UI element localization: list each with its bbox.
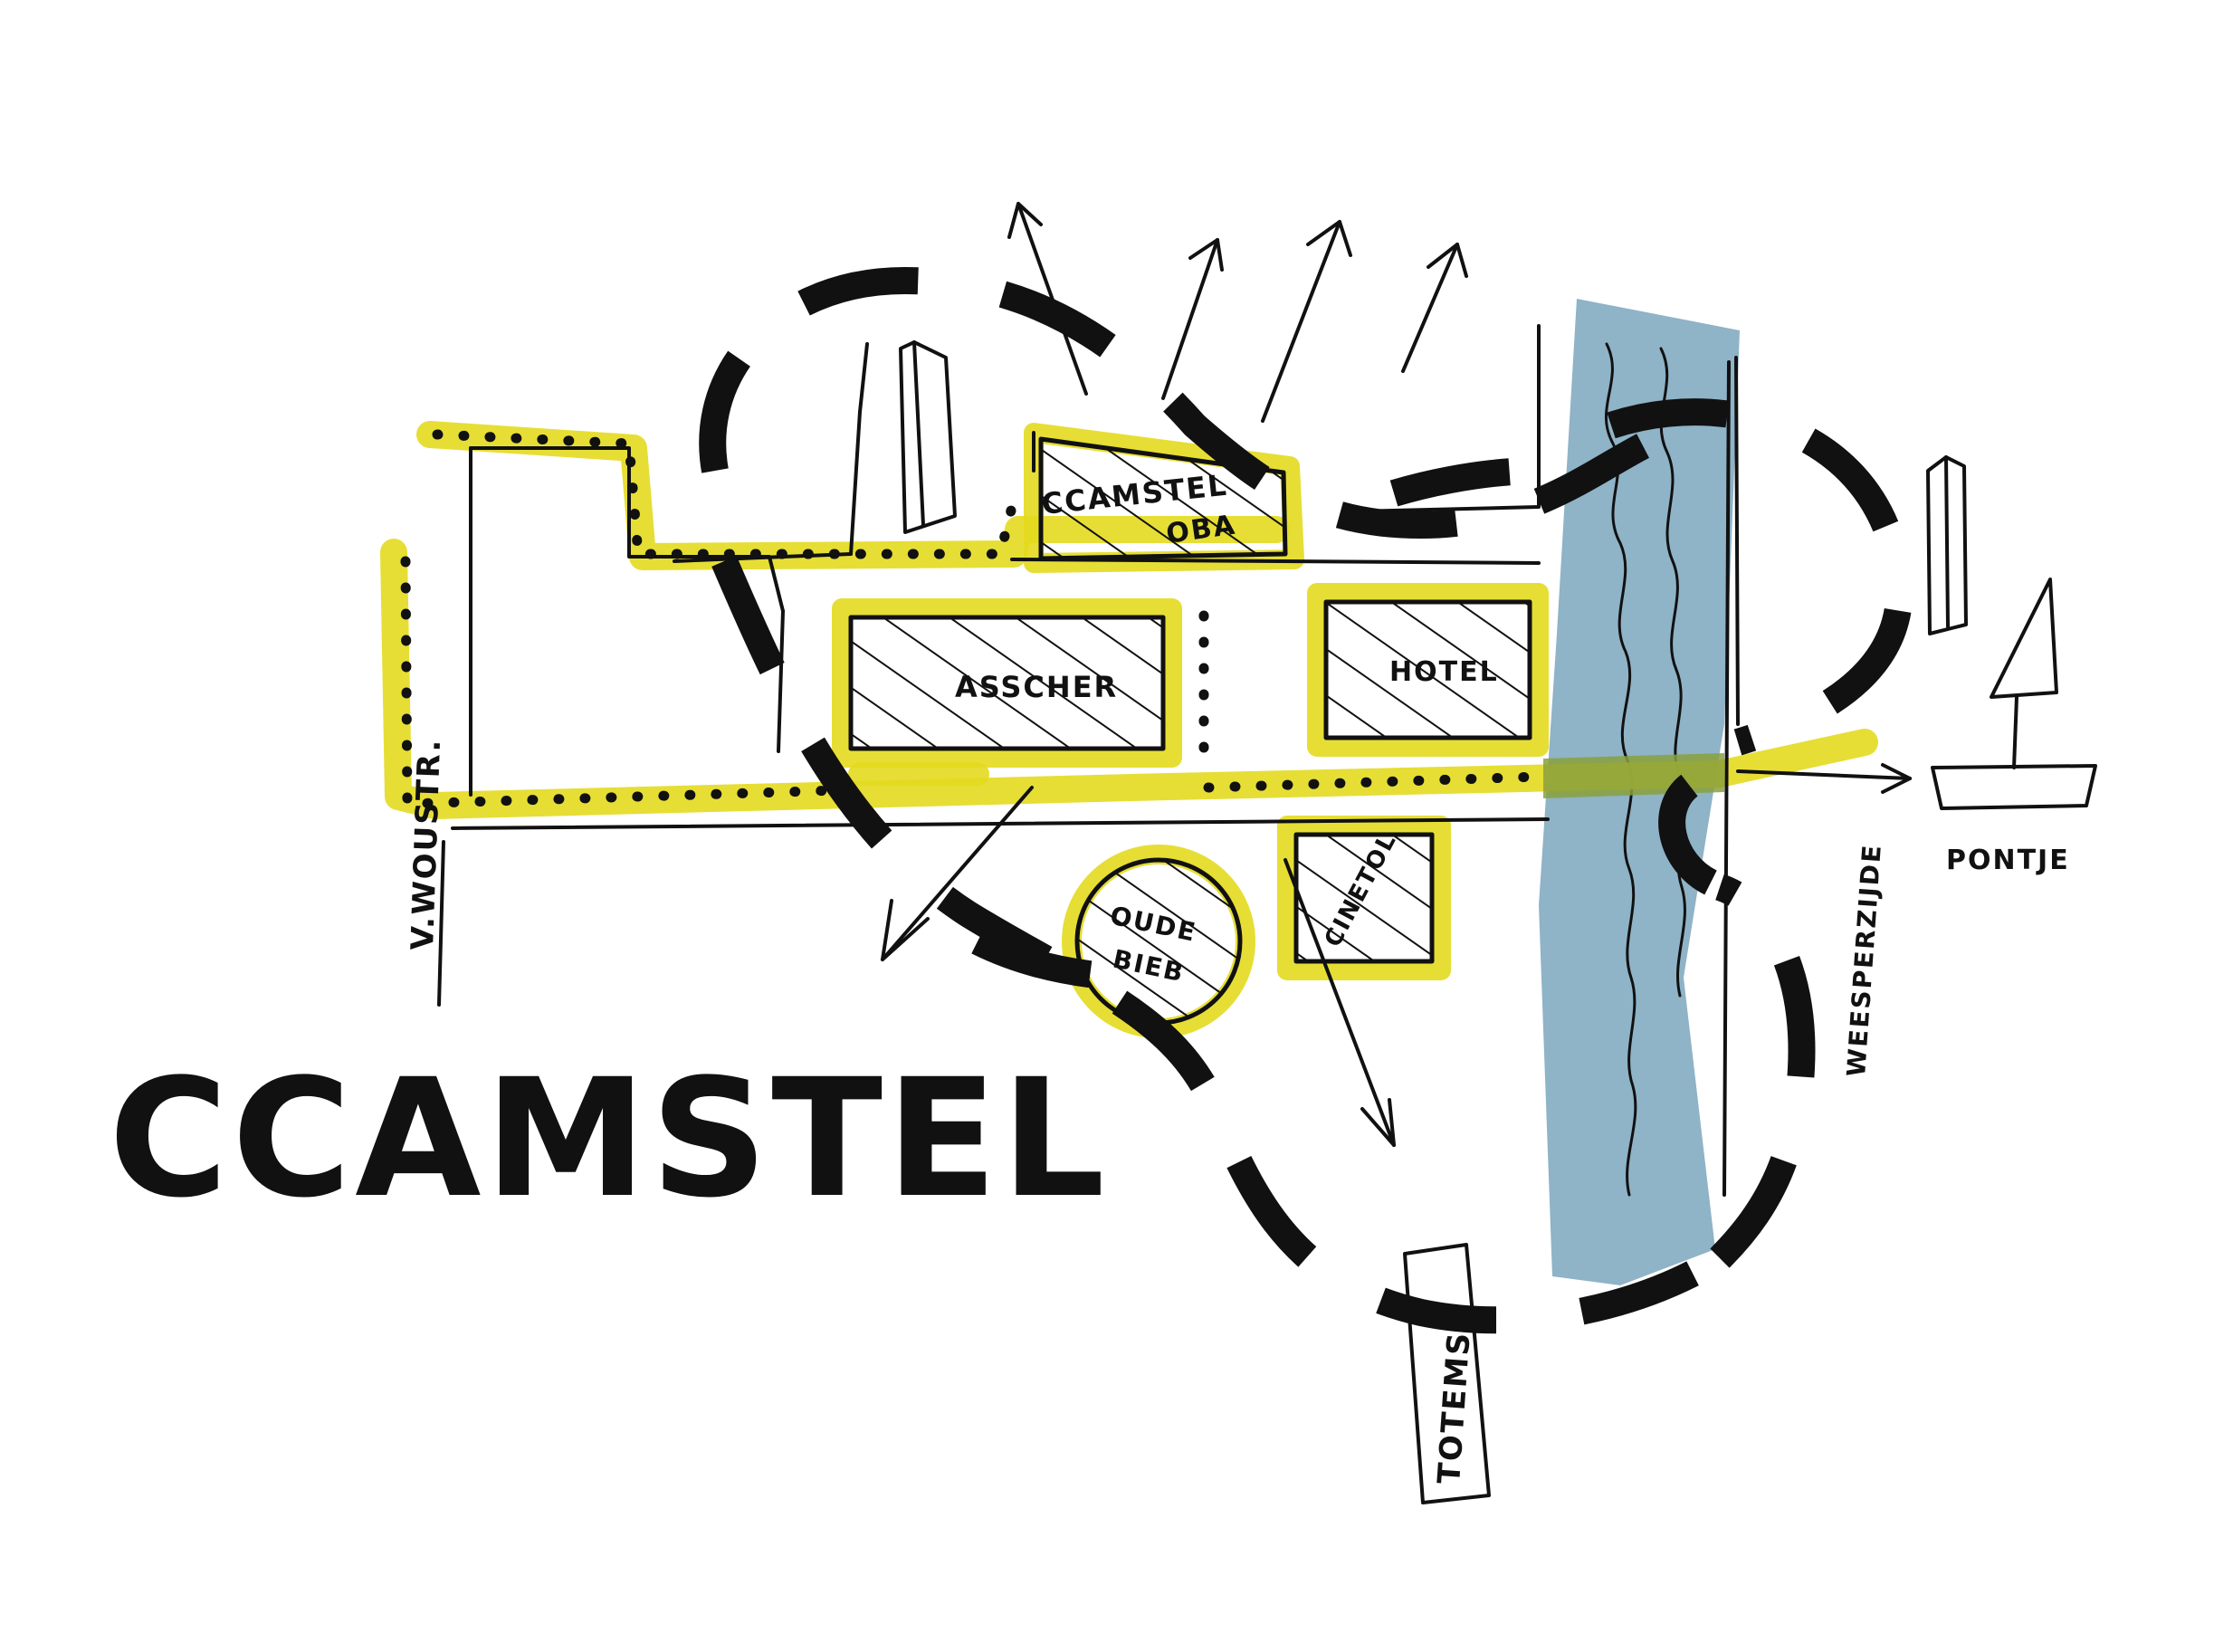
view-arrows (881, 202, 1912, 1147)
building-ccamstel-oba: CCAMSTEL OBA (1038, 436, 1288, 561)
building-hotel: HOTEL (1323, 599, 1532, 740)
building-oude-bieb: OUDE BIEB (1074, 857, 1243, 1026)
hotel-label: HOTEL (1389, 656, 1499, 688)
weesperzijde-label: WEESPERZIJDE (1841, 843, 1887, 1078)
street-label: V.WOUSTR. (405, 738, 448, 951)
totems-label: TOTEMS (1431, 1330, 1478, 1485)
building-cinetol: CINETOL (1293, 828, 1435, 964)
river-crossing (1543, 753, 1724, 798)
totems-sign (1403, 1243, 1491, 1504)
building-asscher: ASSCHER (848, 615, 1166, 751)
dotted-pedestrian-paths (400, 429, 1544, 809)
activity-zone-loops (699, 266, 1913, 1334)
asscher-label: ASSCHER (955, 670, 1118, 704)
pontje-label: PONTJE (1946, 845, 2070, 876)
page-title: CCAMSTEL (109, 1045, 1109, 1234)
boat-icon (1931, 578, 2097, 810)
totem-icon (899, 340, 957, 534)
totem-icon (1926, 455, 1968, 635)
